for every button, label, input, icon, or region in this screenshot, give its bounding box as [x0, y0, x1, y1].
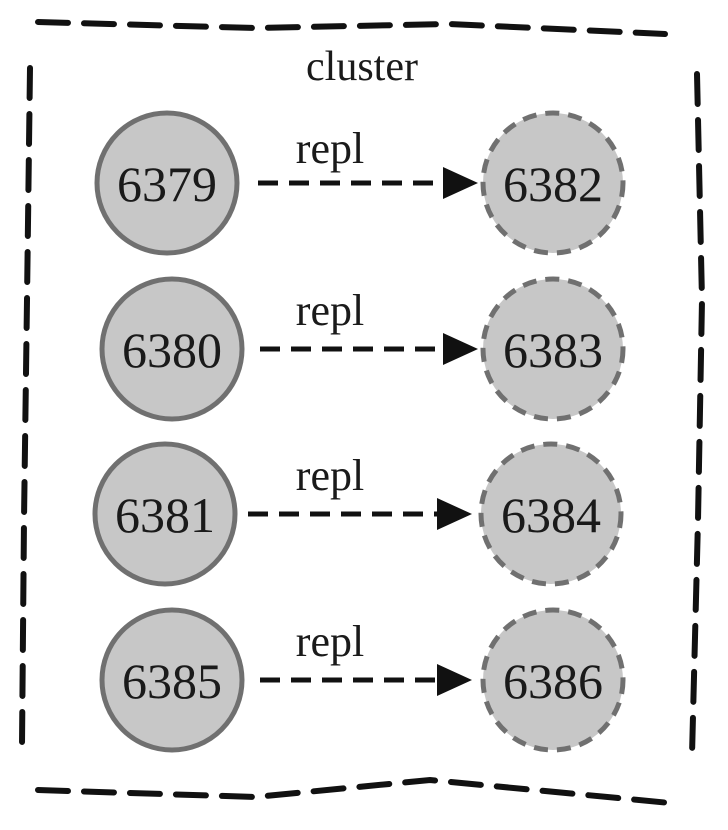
- replica-node-label: 6386: [503, 653, 603, 709]
- primary-node-label: 6385: [122, 653, 222, 709]
- arrowhead: [443, 333, 478, 365]
- replication-pair: 6380 repl 6383: [99, 276, 626, 422]
- primary-node[interactable]: [94, 110, 240, 256]
- cluster-label: cluster: [306, 44, 418, 90]
- edge-label: repl: [296, 124, 364, 173]
- replication-pair: 6379 repl 6382: [94, 110, 626, 256]
- replication-pair: 6381 repl 6384: [92, 441, 624, 587]
- replica-node[interactable]: [480, 110, 626, 256]
- replica-node-label: 6384: [501, 487, 601, 543]
- primary-node[interactable]: [92, 441, 238, 587]
- arrowhead: [443, 167, 478, 199]
- edge-label: repl: [296, 286, 364, 335]
- primary-node-label: 6379: [117, 156, 217, 212]
- primary-node-label: 6381: [115, 487, 215, 543]
- boundary-left: [19, 65, 33, 748]
- primary-node[interactable]: [99, 607, 245, 753]
- replica-node[interactable]: [480, 607, 626, 753]
- replica-node[interactable]: [480, 276, 626, 422]
- boundary-right: [689, 71, 706, 758]
- cluster-boundary: [19, 19, 706, 806]
- replica-node-label: 6382: [503, 156, 603, 212]
- edge-label: repl: [296, 451, 364, 500]
- replication-pair: 6385 repl 6386: [99, 607, 626, 753]
- boundary-bottom: [35, 776, 673, 806]
- primary-node[interactable]: [99, 276, 245, 422]
- edge-label: repl: [296, 617, 364, 666]
- arrowhead: [437, 664, 472, 696]
- replica-node[interactable]: [478, 441, 624, 587]
- arrowhead: [437, 498, 472, 530]
- boundary-top: [35, 19, 668, 37]
- primary-node-label: 6380: [122, 322, 222, 378]
- replica-node-label: 6383: [503, 322, 603, 378]
